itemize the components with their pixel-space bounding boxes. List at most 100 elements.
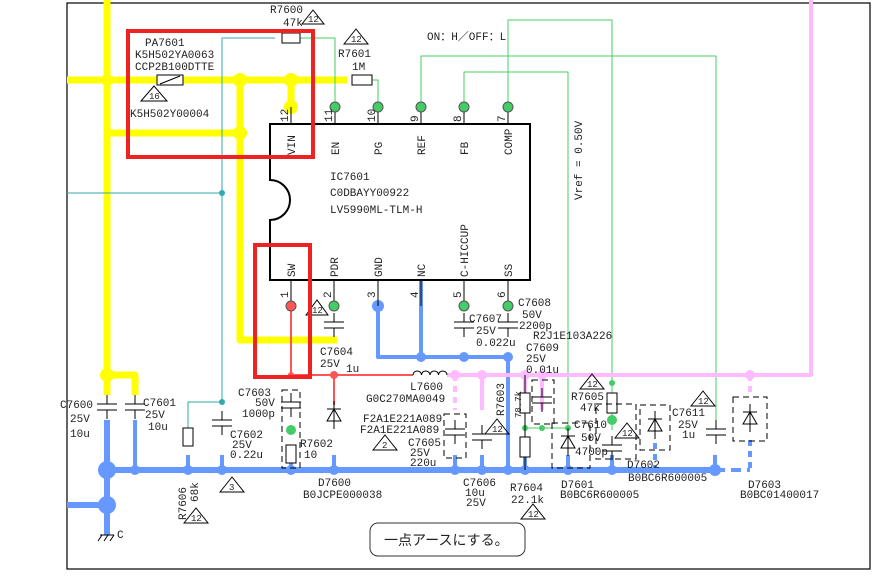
ground-icon xyxy=(97,534,115,542)
components xyxy=(97,32,768,542)
label: 1000p xyxy=(242,409,275,421)
label: R7600 xyxy=(270,5,303,17)
caution-triangle-icon: 12 xyxy=(578,373,606,390)
label: 25V xyxy=(678,420,698,432)
dashed-outline xyxy=(531,379,555,425)
capacitor-c7603 xyxy=(281,393,301,417)
label: C7606 xyxy=(463,478,496,490)
capacitor-c7607 xyxy=(454,313,474,337)
label: D7602 xyxy=(627,460,660,472)
label: G0C270MA0049 xyxy=(366,394,445,406)
label: R7603 xyxy=(496,383,508,416)
pin-number: 5 xyxy=(453,291,465,298)
junction-dot xyxy=(537,370,547,380)
wire-comp xyxy=(507,19,613,430)
test-point-icon xyxy=(329,101,341,113)
dashed-outline xyxy=(595,403,637,460)
label: 25V xyxy=(320,359,340,371)
pin-name: SS xyxy=(504,263,516,277)
junction-dot xyxy=(233,126,247,140)
label: 47k xyxy=(283,18,303,30)
pin-name: SW xyxy=(287,263,299,277)
junction-dot xyxy=(503,352,513,362)
junction-dot xyxy=(563,465,573,475)
capacitor-c7608 xyxy=(498,313,518,337)
pin-number: 1 xyxy=(280,291,292,298)
label: 50V xyxy=(522,310,542,322)
label: L7600 xyxy=(410,382,443,394)
junction-dot xyxy=(98,496,116,514)
svg-text:12: 12 xyxy=(492,425,503,435)
caution-triangle-icon: 12 xyxy=(689,390,717,407)
wire-fb xyxy=(463,71,569,430)
label: 47k xyxy=(580,403,600,415)
dashed-outline xyxy=(281,389,301,469)
junction-dot xyxy=(98,461,116,479)
junction-dot xyxy=(709,464,721,476)
label: 10u xyxy=(70,429,90,441)
label: C7609 xyxy=(526,343,559,355)
label: 10u xyxy=(148,422,168,434)
part-labels: R7600 47k R7601 1M PA7601 K5H502YA0063 C… xyxy=(60,5,819,542)
label: B0BC6R600005 xyxy=(560,490,639,502)
junction-dot xyxy=(233,73,247,87)
label: C7601 xyxy=(143,398,176,410)
svg-text:12: 12 xyxy=(622,429,633,439)
label: C7602 xyxy=(230,430,263,442)
junction-dot xyxy=(286,425,296,435)
wire-out xyxy=(447,0,813,377)
label: 1u xyxy=(346,364,359,376)
resistor-r7601 xyxy=(351,74,373,86)
diode-d7600 xyxy=(326,401,342,429)
label: C7610 xyxy=(574,420,607,432)
caution-triangle-icon: 12 xyxy=(483,418,511,435)
label: 25V xyxy=(466,498,486,510)
highlight-box-sw xyxy=(253,243,312,379)
label: 220u xyxy=(410,458,436,470)
ic-pins: 12VIN11EN10PG9REF8FB7COMP1SW2PDR3GND4NC5… xyxy=(280,101,516,312)
junction-dot xyxy=(450,465,460,475)
label: 50V xyxy=(255,398,275,410)
pin-number: 4 xyxy=(410,291,422,298)
pin-name: PDR xyxy=(330,257,342,277)
svg-text:12: 12 xyxy=(587,380,598,390)
pin-name: COMP xyxy=(504,128,516,155)
capacitor-c7605 xyxy=(445,420,465,444)
label: 22.1k xyxy=(511,495,544,507)
label: 68k xyxy=(190,482,202,502)
label: C7611 xyxy=(672,408,705,420)
label: 25V xyxy=(410,448,430,460)
resistor-r7600 xyxy=(281,32,301,44)
junction-dot xyxy=(607,415,617,425)
caution-triangle-icon: 12 xyxy=(613,422,641,439)
pin-number: 2 xyxy=(323,291,335,298)
label: B0BC01400017 xyxy=(740,490,819,502)
capacitor-c7601 xyxy=(125,395,145,419)
label: C7608 xyxy=(518,298,551,310)
pin-name: REF xyxy=(417,135,429,155)
label: C7604 xyxy=(320,347,353,359)
wire-ref xyxy=(420,55,717,425)
caution-triangle-icon: 12 xyxy=(342,28,370,45)
dashed-outline xyxy=(732,396,768,442)
ground-note-text: 一点アースにする。 xyxy=(384,533,509,549)
svg-text:3: 3 xyxy=(229,483,234,493)
ground-note-box: 一点アースにする。 xyxy=(369,522,526,557)
wire-pg xyxy=(372,79,379,107)
svg-text:12: 12 xyxy=(698,397,709,407)
junction-dot xyxy=(329,465,339,475)
pin-name: FB xyxy=(460,141,472,155)
fuse-mark xyxy=(159,75,181,85)
sheet-frame xyxy=(66,2,871,570)
junction-dot xyxy=(459,352,469,362)
junction-dot xyxy=(416,352,426,362)
ic-model: LV5990ML-TLM-H xyxy=(330,205,422,217)
ground-label: C xyxy=(117,530,124,542)
capacitor-c7610 xyxy=(602,436,622,460)
capacitor-c7600 xyxy=(97,395,117,419)
svg-text:2: 2 xyxy=(382,441,387,451)
wire-en xyxy=(300,37,336,107)
caution-triangle-icon: 2 xyxy=(371,434,399,451)
junction-dot xyxy=(101,74,113,86)
label: 0.22u xyxy=(230,450,263,462)
